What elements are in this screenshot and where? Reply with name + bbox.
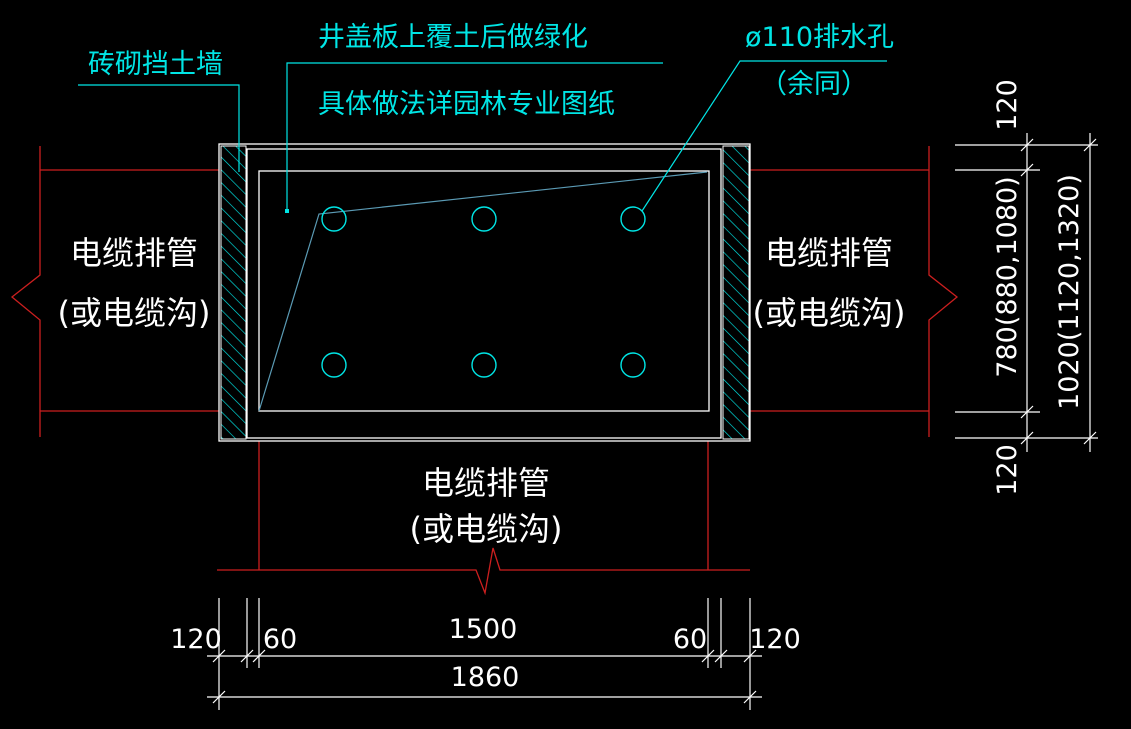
left-cable-pipe <box>10 146 219 437</box>
dim-bottom-wall: 120 <box>992 444 1023 496</box>
wall-label: 砖砌挡土墙 <box>88 49 223 80</box>
bottom-pipe-sublabel: (或电缆沟) <box>410 510 563 548</box>
drain-hole <box>321 352 347 378</box>
left-brick-wall-hatch <box>220 145 247 440</box>
drain-hole <box>471 206 497 232</box>
cover-slab-outline <box>258 170 710 412</box>
drain-hole <box>321 206 347 232</box>
bottom-pipe-label: 电缆排管 <box>422 464 550 502</box>
dim-right-wall: 120 <box>749 624 801 655</box>
right-cable-pipe <box>750 146 959 437</box>
chamber <box>218 143 751 442</box>
dim-right-gap: 60 <box>673 624 707 655</box>
left-pipe-sublabel: (或电缆沟) <box>58 294 211 332</box>
leader-lines <box>78 60 887 212</box>
drain-holes <box>321 206 646 378</box>
bottom-cable-pipe <box>217 441 750 596</box>
cover-note-line1: 井盖板上覆土后做绿化 <box>318 22 588 53</box>
left-pipe-label: 电缆排管 <box>70 234 198 272</box>
dim-left-wall: 120 <box>170 624 222 655</box>
bottom-dimension-lines <box>207 598 762 710</box>
drain-hole <box>620 352 646 378</box>
drain-hole <box>471 352 497 378</box>
dim-left-gap: 60 <box>263 624 297 655</box>
dim-total-width: 1860 <box>451 662 520 693</box>
wall-leader <box>78 84 240 172</box>
dim-total-height: 1020(1120,1320) <box>1054 174 1085 410</box>
dim-top-wall: 120 <box>992 79 1023 131</box>
cover-leader <box>286 62 663 211</box>
dim-inner-height: 780(880,1080) <box>992 176 1023 377</box>
cover-leader-dot <box>285 209 289 213</box>
chamber-outer-wall <box>218 143 751 442</box>
drain-leader <box>641 60 887 212</box>
right-pipe-sublabel: (或电缆沟) <box>753 294 906 332</box>
dim-inner-width: 1500 <box>449 614 518 645</box>
drain-hole <box>620 206 646 232</box>
drain-hole-note: （余同） <box>760 69 868 100</box>
right-pipe-label: 电缆排管 <box>765 234 893 272</box>
drain-slope-line <box>258 171 708 412</box>
chamber-inner-wall <box>246 148 722 439</box>
cover-note-line2: 具体做法详园林专业图纸 <box>318 89 615 120</box>
drain-hole-label: ø110排水孔 <box>745 22 894 53</box>
right-brick-wall-hatch <box>722 145 750 440</box>
right-dimension-lines <box>955 133 1098 452</box>
